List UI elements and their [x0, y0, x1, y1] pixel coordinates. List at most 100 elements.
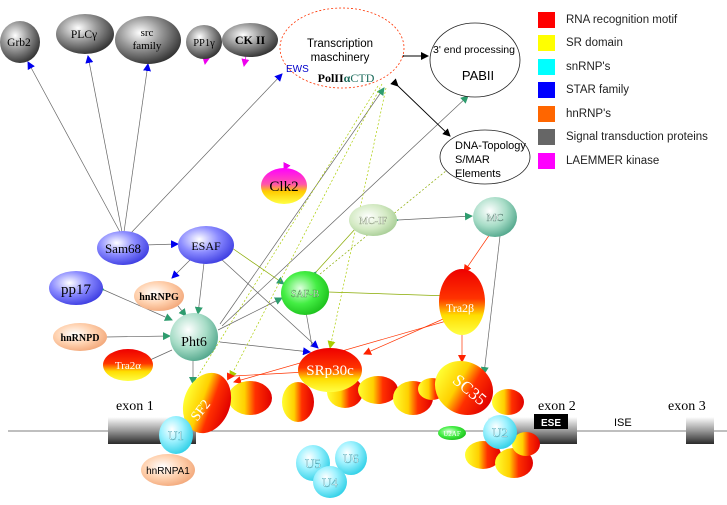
u1-label: U1 — [168, 428, 184, 443]
exon-1-label: exon 1 — [116, 399, 154, 414]
transcription-machinery-node: Transcription maschinery PolIIαCTD — [279, 7, 405, 89]
line-pp17-pht6 — [95, 283, 173, 321]
line-tra2a-pht6 — [141, 349, 173, 367]
pht6-node: Pht6 — [170, 313, 218, 361]
line-ck2-arrow — [241, 55, 250, 67]
pre-mrna: exon 1 exon 2 exon 3 ESE ISE — [8, 399, 727, 444]
legend-label: Signal transduction proteins — [566, 131, 708, 144]
grb2-label: Grb2 — [7, 37, 31, 49]
tra2b-label: Tra2β — [446, 301, 474, 315]
exon-3-label: exon 3 — [668, 399, 706, 414]
legend-item: LAEMMER kinase — [538, 149, 726, 173]
legend-item: STAR family — [538, 79, 726, 103]
pp1-node: PP1γ — [186, 25, 222, 59]
dna-topology-label-line1: DNA-Topology — [455, 140, 526, 152]
dna-topology-node: DNA-Topology S/MAR Elements — [439, 129, 531, 185]
u2af-node: U2AF — [438, 426, 466, 440]
mc-if-node: MC-IF — [349, 204, 397, 236]
legend-item: Signal transduction proteins — [538, 126, 726, 150]
hnrnpa1-label: hnRNPA1 — [146, 466, 190, 477]
line-polii-sf2 — [229, 83, 383, 379]
srp30c-node: SRp30c — [298, 348, 362, 392]
tra2a-label: Tra2α — [115, 360, 141, 372]
pp1-label: PP1γ — [193, 38, 215, 49]
u4-node: U4 — [313, 466, 347, 498]
legend-item: SR domain — [538, 32, 726, 56]
line-mc-sc35 — [480, 235, 501, 375]
u1-node: U1 — [159, 416, 193, 454]
line-tra2b-srp30c — [363, 315, 451, 355]
u5-label: U5 — [305, 456, 321, 471]
sr-domain-swatch — [538, 35, 555, 52]
line-sam68-ews — [129, 73, 283, 235]
line-sam68-src — [119, 63, 151, 240]
hnrnpg-node: hnRNPG — [134, 281, 184, 311]
hnrnpg-label: hnRNPG — [139, 292, 179, 303]
line-esaf-pht6 — [194, 255, 209, 315]
line-safb-mcif — [308, 227, 357, 280]
rna-recognition-motif-swatch — [538, 11, 555, 28]
legend-item: snRNP's — [538, 55, 726, 79]
pp17-label: pp17 — [61, 282, 92, 298]
sr-blob — [492, 389, 524, 415]
line-pht6-srp30c — [219, 341, 311, 356]
esaf-node: ESAF — [178, 226, 234, 264]
plc-label: PLCγ — [71, 29, 97, 41]
line-pp1-arrow — [202, 56, 211, 65]
clk2-node: Clk2 — [261, 168, 307, 204]
tra2a-node: Tra2α — [103, 349, 153, 381]
esaf-label: ESAF — [191, 239, 221, 253]
sc35-node: SC35 — [434, 360, 494, 416]
u6-label: U6 — [343, 451, 359, 466]
sf2-node: SF2 — [182, 372, 232, 434]
line-mcif-mc — [390, 212, 473, 225]
end-processing-label: 3' end processing — [433, 44, 515, 56]
interaction-lines — [27, 52, 501, 385]
line-sam68-plc — [85, 55, 128, 240]
line-sam68-esaf — [136, 240, 179, 250]
sr-protein-complex: SRp30c SF2 SC35 — [182, 348, 540, 478]
hnrnpd-node: hnRNPD — [53, 323, 107, 351]
sr-blob — [282, 382, 314, 422]
u2-label: U2 — [492, 425, 508, 440]
line-sam68-grb2 — [27, 61, 127, 241]
legend-label: SR domain — [566, 37, 623, 50]
pht6-label: Pht6 — [181, 335, 207, 350]
sr-blob — [512, 432, 540, 456]
saf-b-label: SAF-B — [291, 289, 320, 300]
src-label-line1: src — [141, 27, 154, 39]
src-family-node: src family — [115, 16, 181, 64]
hnrnp-swatch — [538, 105, 555, 122]
star-family-swatch — [538, 82, 555, 99]
grb2-node: Grb2 — [0, 21, 40, 63]
ese-box — [534, 414, 568, 429]
u4-label: U4 — [322, 475, 338, 490]
ise-label: ISE — [614, 417, 632, 429]
polii-ctd-label: PolIIαCTD — [318, 71, 375, 85]
transcription-label-line1: Transcription — [307, 38, 373, 50]
mc-node: MC — [473, 197, 517, 237]
line-safb-tra2b — [320, 287, 451, 300]
legend-item: RNA recognition motif — [538, 8, 726, 32]
line-hnrnpd-pht6 — [105, 332, 171, 341]
ck2-label: CK II — [235, 33, 266, 47]
dna-topology-label-line3: Elements — [455, 168, 501, 180]
sr-blob — [465, 441, 501, 469]
mc-label: MC — [486, 212, 503, 224]
legend-label: RNA recognition motif — [566, 13, 678, 26]
dna-topology-label-line2: S/MAR — [455, 154, 490, 166]
legend-label: snRNP's — [566, 60, 611, 73]
ese-label: ESE — [541, 418, 561, 429]
end-processing-node: 3' end processing PABII — [429, 22, 521, 98]
pabii-label: PABII — [462, 68, 494, 83]
line-esaf-hnrnpg — [171, 252, 198, 279]
exon-2-label: exon 2 — [538, 399, 576, 414]
sr-blob — [358, 376, 398, 404]
line-mc-tra2b — [463, 233, 491, 273]
u6-node: U6 — [335, 441, 367, 475]
sr-blob — [228, 381, 272, 415]
line-pht6-pabii — [221, 95, 469, 327]
line-sf2-srp30c — [226, 371, 307, 381]
mc-if-label: MC-IF — [359, 216, 387, 227]
